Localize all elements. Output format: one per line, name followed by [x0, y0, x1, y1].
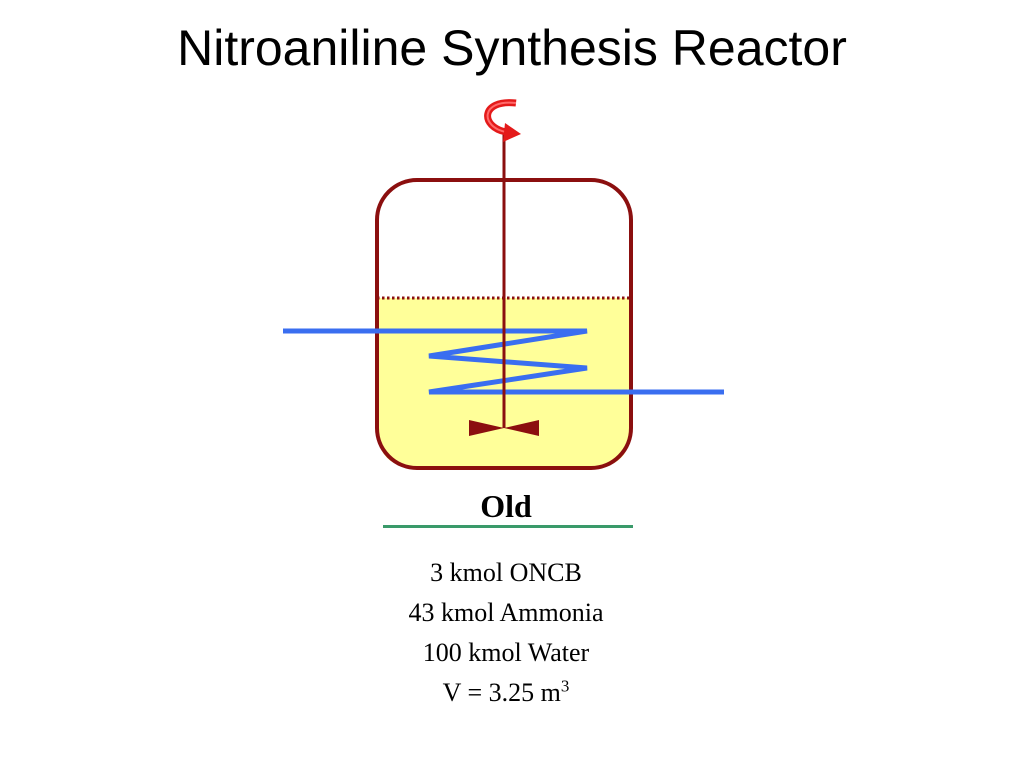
volume-exponent: 3 — [560, 676, 570, 696]
detail-oncb: 3 kmol ONCB — [430, 558, 582, 587]
cooling-coil — [283, 328, 724, 395]
reactor-label: Old — [480, 488, 532, 524]
detail-water: 100 kmol Water — [422, 638, 590, 667]
rotation-arrow-icon — [484, 99, 521, 142]
label-underline — [383, 525, 633, 528]
slide-title: Nitroaniline Synthesis Reactor — [177, 20, 847, 76]
detail-volume: V = 3.25 m3 — [330, 673, 682, 713]
reactor-details: 3 kmol ONCB 43 kmol Ammonia 100 kmol Wat… — [330, 553, 682, 713]
impeller-icon — [469, 420, 539, 436]
volume-text: V = 3.25 m — [442, 678, 561, 707]
detail-ammonia: 43 kmol Ammonia — [408, 598, 604, 627]
